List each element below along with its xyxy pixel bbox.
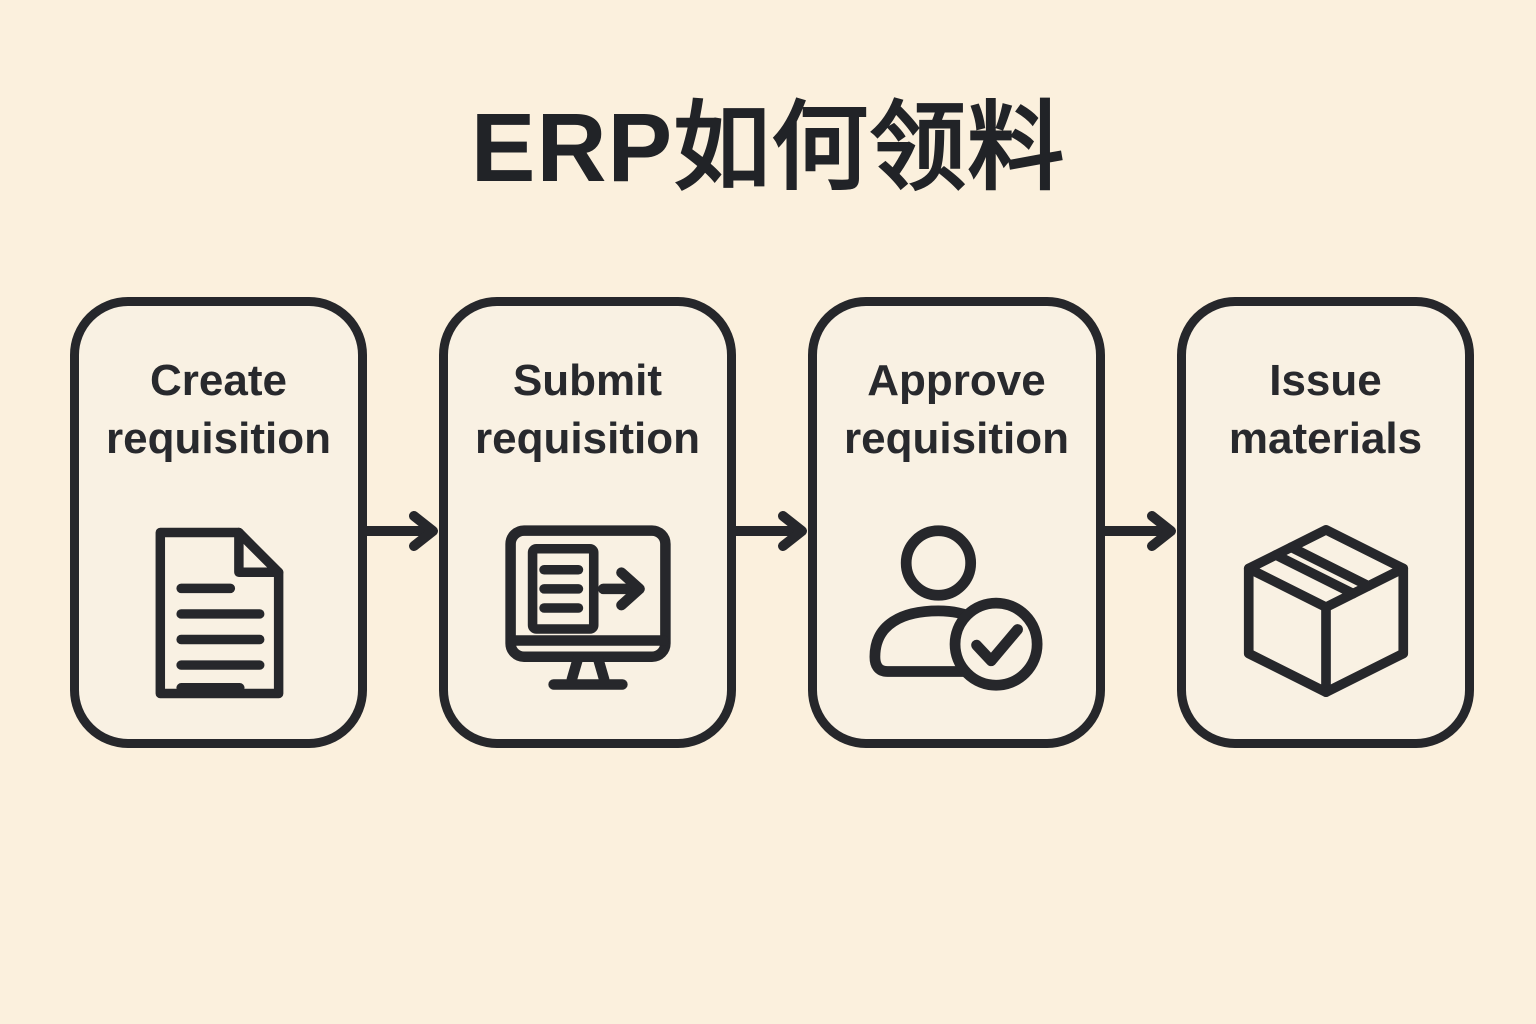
step-label: Submit requisition [475, 356, 700, 463]
package-box-icon [1241, 522, 1411, 700]
flow-connector [736, 509, 808, 748]
arrow-right-icon [367, 511, 438, 551]
step-box-submit-requisition: Submit requisition [439, 297, 736, 748]
person-check-icon [868, 522, 1046, 694]
step-label: Approve requisition [844, 356, 1069, 463]
document-icon [148, 522, 290, 704]
arrow-right-icon [736, 511, 807, 551]
flow-connector [1105, 509, 1177, 748]
monitor-submit-icon [502, 522, 674, 694]
page-title: ERP如何领料 [470, 93, 1066, 202]
step-label: Issue materials [1228, 356, 1423, 463]
arrow-right-icon [1105, 511, 1176, 551]
flow-connector [367, 509, 439, 748]
flow-row: Create requisition Submit [70, 297, 1474, 748]
step-box-approve-requisition: Approve requisition [808, 297, 1105, 748]
step-box-issue-materials: Issue materials [1177, 297, 1474, 748]
step-label: Create requisition [106, 356, 331, 463]
step-box-create-requisition: Create requisition [70, 297, 367, 748]
